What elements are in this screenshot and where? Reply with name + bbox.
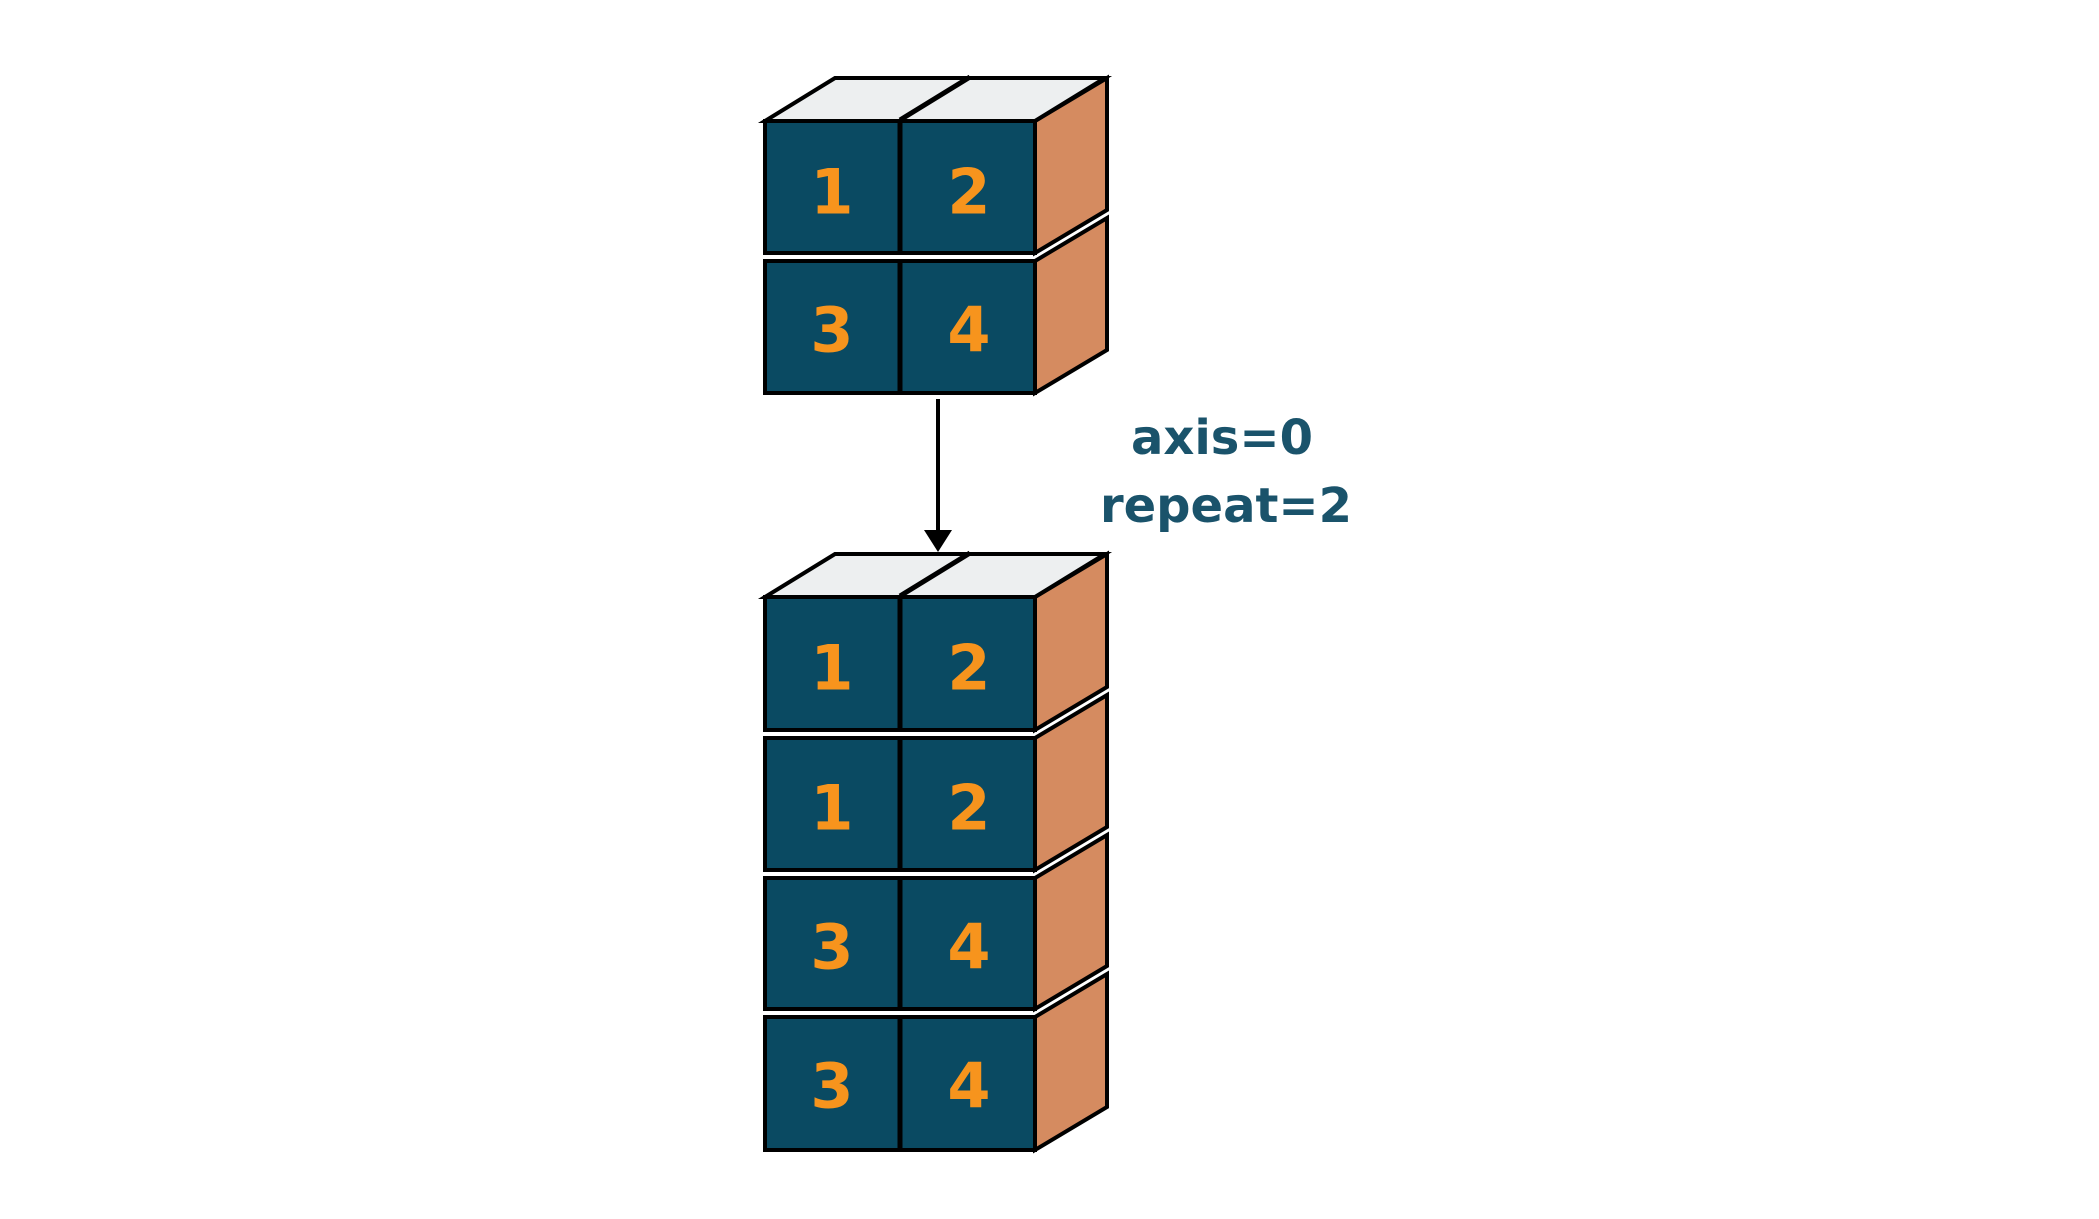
output-cell-value-0-0: 1 bbox=[810, 632, 853, 705]
arrow-head bbox=[924, 530, 952, 552]
output-array: 1 2 1 2 3 4 3 4 bbox=[757, 550, 1113, 1154]
input-cell-value-0-1: 2 bbox=[947, 156, 990, 229]
input-cell-values: 1 2 3 4 bbox=[810, 156, 990, 367]
output-top-face-divider bbox=[898, 550, 972, 599]
output-cell-value-2-1: 4 bbox=[947, 911, 990, 984]
output-cell-value-2-0: 3 bbox=[810, 911, 853, 984]
output-cell-value-1-0: 1 bbox=[810, 772, 853, 845]
input-top-face-divider bbox=[898, 74, 972, 123]
output-cell-value-3-0: 3 bbox=[810, 1050, 853, 1123]
output-cell-value-1-1: 2 bbox=[947, 772, 990, 845]
input-cell-value-1-0: 3 bbox=[810, 294, 853, 367]
input-array: 1 2 3 4 bbox=[757, 74, 1113, 397]
operation-labels: axis=0 repeat=2 bbox=[1100, 410, 1352, 534]
output-cell-value-0-1: 2 bbox=[947, 632, 990, 705]
output-cell-values: 1 2 1 2 3 4 3 4 bbox=[810, 632, 990, 1123]
repeat-label: repeat=2 bbox=[1100, 478, 1352, 534]
input-cell-value-0-0: 1 bbox=[810, 156, 853, 229]
output-cell-value-3-1: 4 bbox=[947, 1050, 990, 1123]
transform-arrow bbox=[924, 399, 952, 552]
input-cell-value-1-1: 4 bbox=[947, 294, 990, 367]
output-side-panels bbox=[1033, 550, 1109, 1154]
axis-label: axis=0 bbox=[1131, 410, 1313, 466]
